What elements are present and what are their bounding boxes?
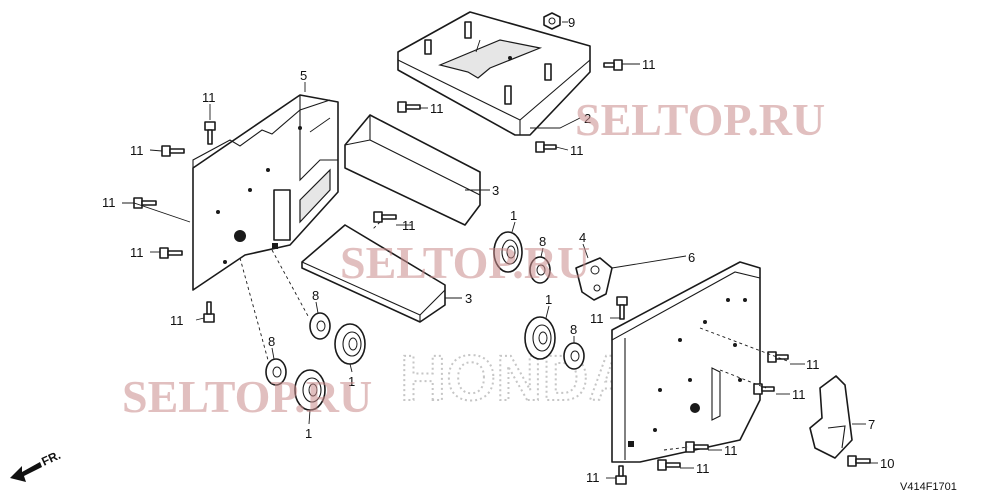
part-8-bearing-right — [563, 342, 585, 370]
bolt-11 — [535, 141, 557, 153]
callout-11: 11 — [642, 57, 656, 72]
callout-2: 2 — [584, 111, 591, 126]
direction-label: FR. — [39, 448, 62, 469]
callout-4: 4 — [579, 230, 586, 245]
part-9-nut — [543, 12, 561, 30]
part-1-flange-right — [524, 316, 556, 360]
callout-11: 11 — [792, 387, 806, 402]
stud — [544, 63, 552, 81]
part-8-bearing-left-lower — [265, 358, 287, 386]
callout-11: 11 — [102, 195, 116, 210]
honda-watermark: HONDA — [400, 342, 635, 414]
seltop-watermark: SELTOP.RU — [575, 94, 825, 145]
part-2-top-plate — [397, 11, 591, 136]
bolt-11 — [397, 101, 421, 113]
callout-8: 8 — [312, 288, 319, 303]
callout-3: 3 — [465, 291, 472, 306]
bolt-11 — [685, 441, 709, 453]
callout-11: 11 — [130, 245, 144, 260]
part-1-flange-upper — [493, 231, 523, 273]
callout-11: 11 — [724, 443, 738, 458]
part-1-flange-left-lower — [294, 369, 326, 411]
stud — [464, 21, 472, 39]
part-8-bearing-left-upper — [309, 312, 331, 340]
callout-9: 9 — [568, 15, 575, 30]
callout-11: 11 — [130, 143, 144, 158]
diagram-code: V414F1701 — [900, 481, 957, 493]
callout-11: 11 — [806, 357, 820, 372]
callout-11: 11 — [202, 90, 216, 105]
bolt-11 — [603, 59, 623, 71]
part-3-upper-channel — [344, 114, 481, 226]
front-direction-arrow: FR. — [10, 448, 63, 482]
callout-1: 1 — [545, 292, 552, 307]
bolt-11 — [615, 465, 627, 485]
callout-11: 11 — [586, 470, 600, 485]
callout-11: 11 — [696, 461, 710, 476]
bolt-11 — [753, 383, 775, 395]
bolt-11 — [204, 121, 216, 145]
seltop-watermark: SELTOP.RU — [340, 237, 590, 288]
callout-11: 11 — [570, 143, 584, 158]
callout-3: 3 — [492, 183, 499, 198]
seltop-watermark: SELTOP.RU — [122, 371, 372, 422]
part-1-flange-left-upper — [334, 323, 366, 365]
stud — [504, 85, 512, 105]
callout-1: 1 — [305, 426, 312, 441]
bolt-11 — [616, 296, 628, 320]
leader-lines — [122, 21, 878, 479]
bolt-11 — [159, 247, 183, 259]
callout-11: 11 — [590, 311, 604, 326]
callout-10: 10 — [880, 456, 894, 471]
arrow-icon — [10, 462, 42, 482]
callout-8: 8 — [268, 334, 275, 349]
part-4-bracket — [575, 257, 613, 301]
part-3-lower-channel — [301, 224, 446, 323]
stud — [424, 39, 432, 55]
bolt-11 — [373, 211, 397, 223]
part-5-left-panel — [192, 94, 339, 291]
callout-8: 8 — [539, 234, 546, 249]
part-6-right-panel — [611, 261, 761, 463]
bolt-11 — [161, 145, 185, 157]
callout-6: 6 — [688, 250, 695, 265]
callout-7: 7 — [868, 417, 875, 432]
callout-5: 5 — [300, 68, 307, 83]
part-7-guard — [809, 375, 853, 459]
part-8-bearing-upper — [529, 256, 551, 284]
bolt-11 — [657, 459, 681, 471]
callout-1: 1 — [510, 208, 517, 223]
callout-8: 8 — [570, 322, 577, 337]
callout-1: 1 — [348, 374, 355, 389]
bolt-11 — [203, 301, 215, 323]
callout-11: 11 — [170, 313, 184, 328]
callout-11: 11 — [430, 101, 444, 116]
bolt-10 — [847, 455, 871, 467]
bolt-11 — [767, 351, 789, 363]
callout-11: 11 — [402, 218, 416, 233]
